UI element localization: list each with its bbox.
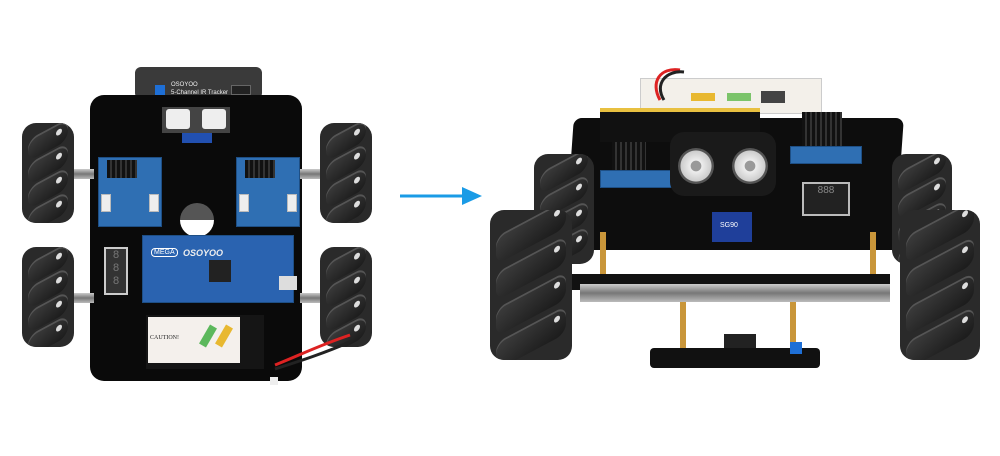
caution-label: CAUTION!: [150, 335, 179, 341]
ir-tracker-board: OSOYOO 5-Channel IR Tracker: [135, 67, 262, 99]
arrow-right-icon: [400, 187, 482, 205]
motor-driver-left: [98, 157, 162, 227]
standoff: [790, 280, 796, 360]
axle: [300, 169, 322, 179]
microcontroller-chip: [209, 260, 231, 282]
mecanum-wheel-front-left: [22, 123, 74, 223]
heatsink-left: [612, 142, 646, 170]
mecanum-wheel-front-right: [900, 210, 980, 360]
servo-label: SG90: [720, 222, 738, 229]
motor: [580, 284, 890, 302]
battery-box: CAUTION!: [146, 315, 264, 369]
controller-model: MEGA: [151, 248, 178, 257]
battery-wires: [654, 68, 685, 101]
standoff: [600, 232, 606, 280]
seven-segment-display: 888: [802, 182, 850, 216]
potentiometer-icon: [790, 342, 802, 354]
standoff: [680, 280, 686, 360]
mecanum-wheel-rear-right: [320, 247, 372, 347]
motor-driver-left: [600, 170, 672, 188]
axle: [72, 169, 94, 179]
tracker-brand: OSOYOO: [171, 82, 198, 88]
mecanum-wheel-rear-left: [22, 247, 74, 347]
power-wires: [270, 333, 353, 385]
axle: [72, 293, 94, 303]
assembled-robot: 888 SG90: [490, 62, 980, 392]
tracker-label: 5-Channel IR Tracker: [171, 90, 229, 96]
servo-motor: SG90: [712, 212, 752, 242]
motor-driver-right: [790, 146, 862, 164]
ir-tracker-board: [650, 342, 820, 368]
ultrasonic-sensor: [162, 107, 230, 133]
ultrasonic-sensor: [670, 132, 776, 196]
motor-driver-right: [236, 157, 300, 227]
chip: [231, 85, 251, 95]
mecanum-wheel-front-left: [490, 210, 572, 360]
cable-hole: [180, 203, 214, 237]
mega-controller-board: OSOYOO MEGA: [142, 235, 297, 303]
mecanum-wheel-front-right: [320, 123, 372, 223]
potentiometer-icon: [155, 85, 165, 95]
tracker-header: [724, 334, 756, 348]
heatsink-right: [802, 112, 842, 146]
standoff: [870, 232, 876, 280]
servo-motor: [182, 133, 212, 143]
usb-port: [279, 276, 297, 290]
axle: [300, 293, 322, 303]
controller-brand: OSOYOO: [183, 248, 224, 258]
